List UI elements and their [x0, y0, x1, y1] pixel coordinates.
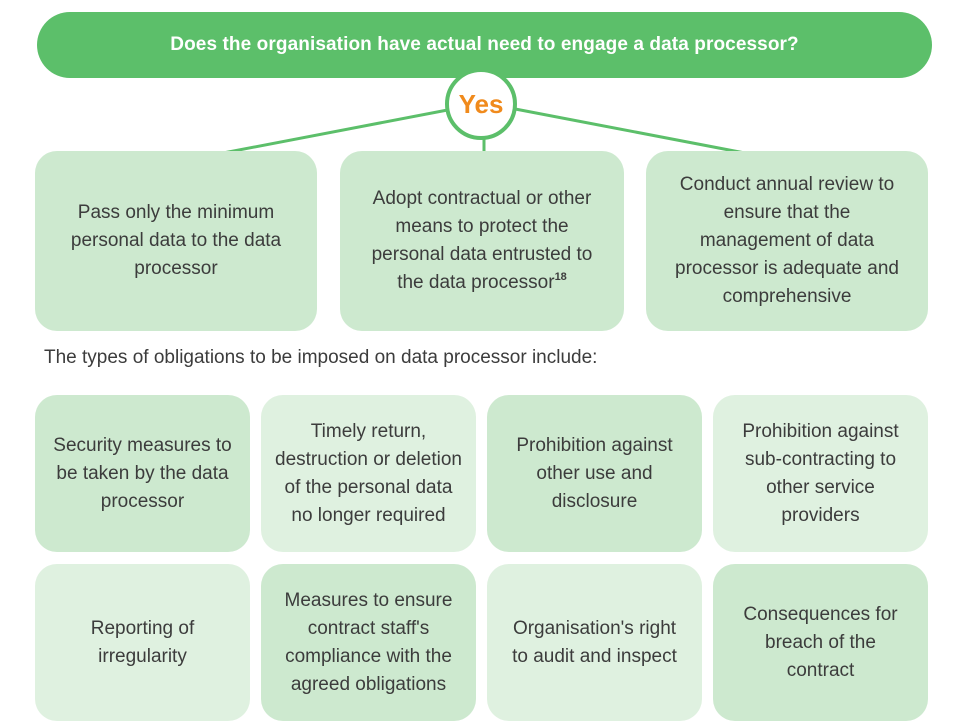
obligation-staff-compliance: Measures to ensure contract staff's comp…: [261, 564, 476, 721]
obligation-reporting-irregularity: Reporting of irregularity: [35, 564, 250, 721]
obligation-timely-return: Timely return, destruction or deletion o…: [261, 395, 476, 552]
action-text: Conduct annual review to ensure that the…: [675, 174, 899, 307]
connector-left: [217, 106, 459, 156]
obligation-security-measures: Security measures to be taken by the dat…: [35, 395, 250, 552]
obligation-text: Prohibition against sub-contracting to o…: [742, 420, 899, 526]
question-banner: Does the organisation have actual need t…: [37, 12, 932, 78]
action-box-minimum-data: Pass only the minimum personal data to t…: [35, 151, 317, 331]
action-text-wrap: Adopt contractual or other means to prot…: [370, 185, 594, 297]
question-text: Does the organisation have actual need t…: [170, 34, 799, 55]
obligation-right-to-audit: Organisation's right to audit and inspec…: [487, 564, 702, 721]
obligation-text: Organisation's right to audit and inspec…: [512, 617, 677, 667]
connector-right: [509, 106, 751, 156]
obligation-text: Reporting of irregularity: [90, 617, 195, 667]
action-box-annual-review: Conduct annual review to ensure that the…: [646, 151, 928, 331]
yes-answer-circle: Yes: [445, 68, 517, 140]
footnote-marker: 18: [554, 271, 567, 283]
yes-label: Yes: [458, 88, 504, 119]
obligation-consequences-breach: Consequences for breach of the contract: [713, 564, 928, 721]
obligations-intro: The types of obligations to be imposed o…: [44, 347, 598, 368]
obligation-text: Consequences for breach of the contract: [743, 603, 898, 681]
obligation-text: Timely return, destruction or deletion o…: [275, 420, 462, 526]
obligation-prohibition-use: Prohibition against other use and disclo…: [487, 395, 702, 552]
obligation-text: Measures to ensure contract staff's comp…: [284, 589, 453, 695]
obligation-prohibition-subcontracting: Prohibition against sub-contracting to o…: [713, 395, 928, 552]
obligation-text: Security measures to be taken by the dat…: [53, 434, 232, 512]
action-text: Pass only the minimum personal data to t…: [70, 202, 282, 279]
action-text: Adopt contractual or other means to prot…: [371, 188, 593, 293]
action-box-contractual-means: Adopt contractual or other means to prot…: [340, 151, 624, 331]
obligation-text: Prohibition against other use and disclo…: [516, 434, 673, 512]
